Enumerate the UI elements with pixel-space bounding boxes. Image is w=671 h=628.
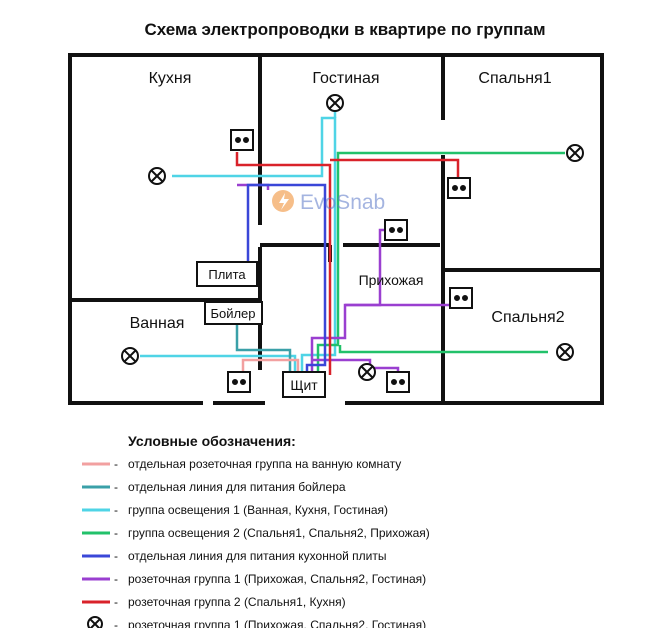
boiler-box [204,301,263,325]
legend-dash-5: - [114,572,118,586]
wire-lighting-2 [316,151,565,375]
legend-label-1: отдельная линия для питания бойлера [128,480,346,494]
evosnab-watermark: EvoSnab [272,190,385,214]
legend: Условные обозначения: -отдельная розеточ… [82,433,430,628]
room-labels: Кухня Гостиная Спальня1 Спальня2 Прихожа… [130,70,565,332]
room-label-hallway: Прихожая [359,272,424,288]
lamp-legend-icon [87,616,103,628]
boiler-label: Бойлер [210,306,255,321]
legend-label-0: отдельная розеточная группа на ванную ко… [128,457,401,471]
socket-icon-bedroom2 [449,287,473,309]
legend-dash-0: - [114,457,118,471]
legend-title: Условные обозначения: [128,433,296,449]
lamp-icon-kitchen [148,167,166,185]
room-label-bedroom2: Спальня2 [491,309,564,326]
stove-label: Плита [208,267,246,282]
wire-bathroom-sockets [241,358,300,378]
lamp-icon-living [326,94,344,112]
panel-box [282,371,326,398]
lamp-icon-bedroom1 [566,144,584,162]
socket-icon-hallway [384,219,408,241]
legend-dash-2: - [114,503,118,517]
legend-dash-3: - [114,526,118,540]
watermark-text: EvoSnab [300,191,385,214]
room-label-kitchen: Кухня [149,70,192,87]
entrance-door-gap [265,398,345,407]
lamp-icon-bathroom [121,347,139,365]
socket-icon-bathroom [227,371,251,393]
panel-label: Щит [290,377,318,393]
room-label-bedroom1: Спальня1 [478,70,551,87]
socket-icon-hallway-2 [386,371,410,393]
room-label-bathroom: Ванная [130,315,185,332]
legend-symbol-label-0: розеточная группа 1 (Прихожая, Спальня2,… [128,618,426,628]
wire-stove [246,183,327,375]
legend-dash-1: - [114,480,118,494]
legend-label-2: группа освещения 1 (Ванная, Кухня, Гости… [128,503,388,517]
legend-label-5: розеточная группа 1 (Прихожая, Спальня2,… [128,572,426,586]
wire-sockets-2 [235,152,332,375]
lamp-icon-bedroom2 [556,343,574,361]
appliances: Плита Бойлер Щит [196,261,326,398]
stove-box [196,261,258,287]
legend-dash-4: - [114,549,118,563]
wire-boiler [235,320,292,375]
diagram-title: Схема электропроводки в квартире по груп… [144,20,545,39]
legend-label-6: розеточная группа 2 (Спальня1, Кухня) [128,595,346,609]
legend-label-4: отдельная линия для питания кухонной пли… [128,549,387,563]
door-gap [203,398,213,407]
room-label-living: Гостиная [312,70,379,87]
wires [140,103,565,378]
legend-symbol-dash-0: - [114,618,118,628]
lamp-icon-hallway [358,363,376,381]
legend-label-3: группа освещения 2 (Спальня1, Спальня2, … [128,526,430,540]
legend-dash-6: - [114,595,118,609]
socket-icon-kitchen [230,129,254,151]
lamps [121,94,584,381]
socket-icon-bedroom1 [447,177,471,199]
sockets [227,129,473,393]
